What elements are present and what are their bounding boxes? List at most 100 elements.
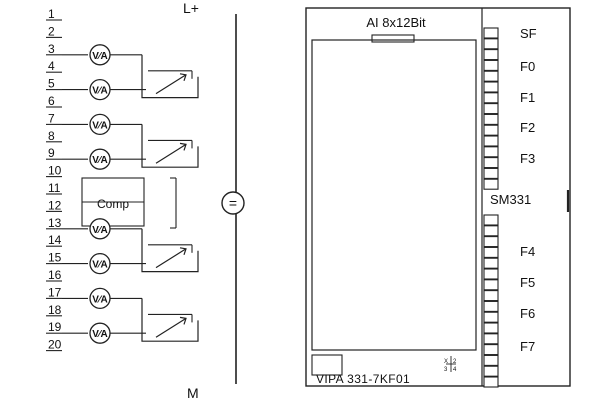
module-latch <box>371 34 415 43</box>
svg-text:V⁄A: V⁄A <box>92 51 108 62</box>
terminal-number: 17 <box>48 285 62 299</box>
sensor-icon: V⁄A <box>89 322 111 344</box>
led-indicator <box>483 157 499 169</box>
potentiometer-icon <box>141 228 199 273</box>
sensor-icon: V⁄A <box>89 287 111 310</box>
switch-mark: X <box>444 359 448 365</box>
led-indicator <box>483 167 499 179</box>
led-label: F0 <box>520 59 535 74</box>
terminal-number: 9 <box>48 146 55 160</box>
sensor-icon: V⁄A <box>89 218 111 240</box>
module-type-label: AI 8x12Bit <box>366 15 426 30</box>
switch-mark: 4 <box>453 367 457 373</box>
supply-plus-label: L+ <box>183 0 199 16</box>
sensor-icon: V⁄A <box>89 44 111 66</box>
led-indicator <box>483 113 499 125</box>
terminal-number: 7 <box>48 111 55 125</box>
led-label: F7 <box>520 339 535 354</box>
potentiometer-icon <box>141 54 199 99</box>
led-indicator <box>483 376 499 388</box>
terminal-number: 15 <box>48 251 62 265</box>
led-indicator <box>483 333 499 345</box>
led-indicator <box>483 135 499 147</box>
potentiometer-icon <box>141 124 199 168</box>
terminal-number: 5 <box>48 77 55 91</box>
terminal-number: 2 <box>48 24 55 38</box>
terminal-number: 12 <box>48 198 62 212</box>
isolation-symbol-icon <box>221 191 245 215</box>
led-indicator <box>483 344 499 356</box>
sensor-icon: V⁄A <box>89 113 111 136</box>
sensor-icon: V⁄A <box>89 148 111 170</box>
module-frame <box>305 7 571 387</box>
sm-label: SM331 <box>490 192 531 207</box>
led-indicator <box>483 124 499 136</box>
svg-text:V⁄A: V⁄A <box>92 86 108 97</box>
switch-mark: 3 <box>444 367 448 373</box>
led-label: F2 <box>520 120 535 135</box>
svg-text:V⁄A: V⁄A <box>92 329 108 340</box>
led-indicator <box>483 146 499 158</box>
terminal-number: 11 <box>48 181 61 195</box>
led-indicator <box>483 246 499 258</box>
terminal-number: 13 <box>48 216 62 230</box>
terminal-number: 16 <box>48 268 62 282</box>
order-number: VIPA 331-7KF01 <box>316 372 410 386</box>
comp-label: Comp <box>97 197 129 211</box>
led-label: F6 <box>520 306 535 321</box>
led-indicator <box>483 70 499 82</box>
terminal-number: 10 <box>48 164 62 178</box>
led-indicator <box>483 322 499 334</box>
led-label: F4 <box>520 244 535 259</box>
switch-mark: 2 <box>453 359 457 365</box>
isolation-symbol-text: = <box>229 195 237 211</box>
terminal-number: 3 <box>48 42 55 56</box>
led-indicator <box>483 236 499 248</box>
label-insert <box>311 39 477 351</box>
address-switch: X 2 3 4 <box>444 356 457 373</box>
led-indicator <box>483 257 499 269</box>
bottom-box <box>311 354 343 376</box>
svg-text:V⁄A: V⁄A <box>92 260 108 271</box>
svg-text:V⁄A: V⁄A <box>92 225 108 236</box>
terminal-number: 6 <box>48 94 55 108</box>
led-indicator <box>483 365 499 377</box>
led-indicator <box>483 311 499 323</box>
io-module: AI 8x12Bit X 2 3 4 VIPA 331-7KF01 SM331 … <box>305 7 571 388</box>
led-indicator <box>483 225 499 237</box>
led-indicator <box>483 92 499 104</box>
terminal-number: 8 <box>48 129 55 143</box>
led-indicator <box>483 178 499 190</box>
sensor-icon: V⁄A <box>89 78 111 101</box>
terminal-number: 19 <box>48 320 62 334</box>
led-label: F5 <box>520 275 535 290</box>
led-indicator <box>483 59 499 71</box>
led-indicator <box>483 103 499 115</box>
svg-text:V⁄A: V⁄A <box>92 155 108 166</box>
terminal-number: 18 <box>48 303 62 317</box>
led-indicator <box>483 38 499 50</box>
terminal-number: 14 <box>48 233 62 247</box>
led-indicator <box>483 27 499 39</box>
sensor-icon: V⁄A <box>89 252 111 275</box>
terminal-number: 4 <box>48 59 55 73</box>
led-indicator <box>483 279 499 291</box>
led-label: F1 <box>520 90 535 105</box>
terminal-number: 1 <box>48 7 55 21</box>
led-indicator <box>483 354 499 366</box>
led-indicator <box>483 268 499 280</box>
potentiometer-icon <box>141 298 199 342</box>
svg-text:V⁄A: V⁄A <box>92 120 108 131</box>
svg-text:V⁄A: V⁄A <box>92 294 108 305</box>
led-label: SF <box>520 26 537 41</box>
led-indicator <box>483 290 499 302</box>
led-indicator <box>483 49 499 61</box>
led-indicator <box>483 214 499 226</box>
supply-minus-label: M <box>187 385 199 400</box>
led-indicator <box>483 300 499 312</box>
terminal-number: 20 <box>48 338 62 352</box>
led-label: F3 <box>520 151 535 166</box>
led-indicator <box>483 81 499 93</box>
terminal-wiring-panel: L+ M = Comp 1234567891011121314151617181… <box>46 0 245 400</box>
